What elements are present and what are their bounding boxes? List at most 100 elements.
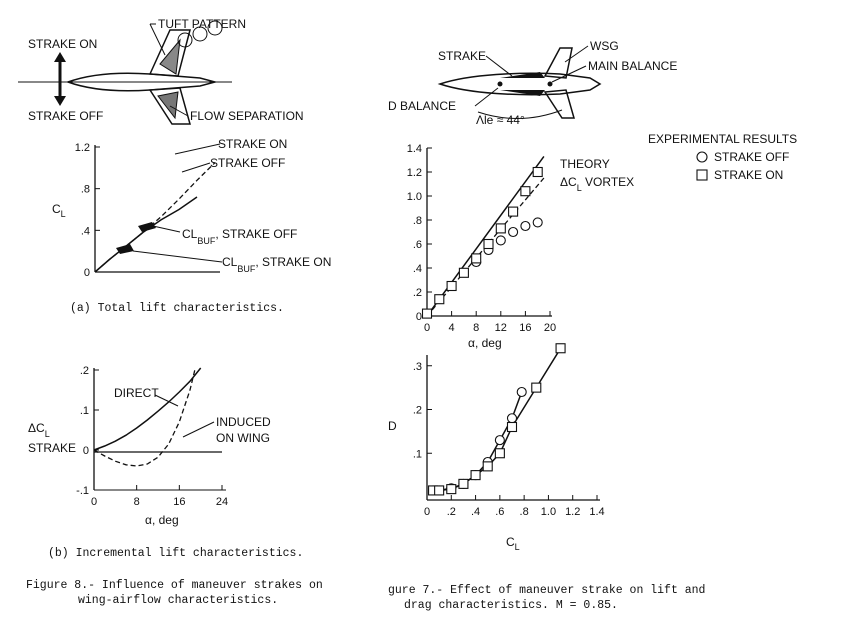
lift-alpha-square-point — [520, 186, 531, 197]
incremental-ylabel: ΔCL — [28, 421, 50, 439]
drag-circle-point — [516, 386, 527, 398]
drag-square-point — [531, 382, 542, 393]
drag-xtick-label: 1.2 — [565, 506, 580, 518]
lift-alpha-xtick-label: 20 — [544, 322, 556, 334]
buf-off-leader — [152, 225, 181, 233]
drag-xtick-label: .6 — [495, 506, 504, 518]
incremental-ytick-label: 0 — [83, 445, 89, 457]
legend-strake-off: STRAKE OFF — [714, 150, 789, 164]
vortex-label: ΔCL VORTEX — [560, 175, 634, 193]
drag-ytick-label: .2 — [413, 405, 422, 417]
total-lift-strake-on-label: STRAKE ON — [218, 137, 287, 151]
drag-xlabel: CL — [506, 535, 520, 552]
lift-alpha-square-point — [458, 267, 469, 278]
direct-label: DIRECT — [114, 386, 159, 400]
lift-alpha-circle-point — [495, 235, 506, 246]
drag-square-point — [458, 478, 469, 489]
lift-alpha-square-point — [471, 253, 482, 264]
lift-alpha-ytick-label: 1.4 — [407, 143, 422, 155]
figure-7-caption-line2: drag characteristics. M = 0.85. — [404, 599, 618, 612]
left-aircraft-sketch: STRAKE ON STRAKE OFF TUFT PATTERN FLOW S… — [18, 17, 304, 125]
direct-leader — [154, 394, 179, 407]
right-lower-wing — [543, 89, 575, 119]
incremental-ytick-label: -.1 — [76, 485, 89, 497]
total-lift-ytick-label: .4 — [81, 225, 90, 237]
induced-leader — [182, 421, 215, 438]
tuft-swirl-3 — [207, 20, 223, 36]
induced-on-wing-line — [93, 367, 196, 467]
lift-alpha-ytick-label: .4 — [413, 263, 422, 275]
fuselage-outline — [65, 72, 218, 92]
drag-circle-point — [494, 435, 505, 446]
d-balance-leader — [474, 87, 499, 107]
tuft-leader-line — [149, 23, 166, 56]
arrow-down-icon — [54, 96, 66, 106]
total-lift-caption: (a) Total lift characteristics. — [70, 302, 284, 315]
figure-8-caption-line1: Figure 8.- Influence of maneuver strakes… — [26, 579, 323, 592]
d-balance-label: D BALANCE — [388, 99, 456, 113]
right-strake-lower — [500, 90, 545, 96]
figure-7-caption-line1: gure 7.- Effect of maneuver strake on li… — [388, 584, 705, 597]
lift-alpha-xtick-label: 16 — [519, 322, 531, 334]
lift-alpha-xtick-label: 4 — [449, 322, 455, 334]
induced-label-1: INDUCED — [216, 415, 271, 429]
tuft-region — [159, 38, 181, 75]
incremental-xlabel: α, deg — [145, 513, 179, 527]
incremental-xtick-label: 24 — [216, 496, 228, 508]
separation-leader-line — [169, 105, 189, 117]
drag-xtick-label: .4 — [471, 506, 480, 518]
buffet-strake-off-marker — [138, 222, 156, 232]
lift-alpha-ytick-label: .6 — [413, 239, 422, 251]
lift-alpha-circle-point — [520, 220, 531, 232]
total-lift-strake-off-label: STRAKE OFF — [210, 156, 285, 170]
total-lift-ytick-label: 1.2 — [75, 142, 90, 154]
strake-on-label: STRAKE ON — [28, 37, 97, 51]
lift-alpha-circle-point — [532, 217, 543, 228]
total-lift-ytick-label: 0 — [84, 267, 90, 279]
legend-circle-icon — [696, 151, 708, 163]
tuft-swirl-2 — [192, 26, 208, 42]
cl-buf-strake-on-label: CLBUF, STRAKE ON — [222, 255, 331, 274]
buf-on-leader — [132, 250, 223, 263]
figure-8-caption-line2: wing-airflow characteristics. — [78, 594, 278, 607]
separation-region — [157, 91, 179, 120]
wsg-label: WSG — [590, 39, 619, 53]
drag-ylabel: D — [388, 419, 397, 433]
right-upper-wing — [543, 47, 573, 79]
direct-line — [93, 367, 202, 451]
wsg-leader — [564, 45, 589, 63]
lower-wing — [148, 87, 191, 125]
lift-alpha-square-point — [421, 308, 433, 319]
lift-alpha-ytick-label: 1.0 — [407, 191, 422, 203]
legend-title: EXPERIMENTAL RESULTS — [648, 132, 797, 146]
drag-ytick-label: .1 — [413, 448, 422, 460]
strake-off-label: STRAKE OFF — [28, 109, 103, 123]
drag-square-point — [506, 421, 518, 433]
right-aircraft-sketch: STRAKE WSG MAIN BALANCE D BALANCE Λle ≈ … — [388, 39, 677, 127]
theory-line — [426, 155, 545, 317]
lift-alpha-square-point — [434, 294, 445, 305]
drag-square-point — [470, 470, 481, 481]
lift-alpha-square-point — [483, 238, 494, 250]
theory-label: THEORY — [560, 157, 610, 171]
lift-alpha-square-point — [532, 166, 543, 178]
sweep-angle-arc — [477, 109, 563, 119]
drag-strake-on-curve — [433, 347, 562, 492]
right-strake-leader — [485, 55, 513, 77]
lift-alpha-square-point — [495, 223, 506, 234]
drag-ytick-label: .3 — [413, 361, 422, 373]
legend-strake-on: STRAKE ON — [714, 168, 783, 182]
lift-alpha-circle-point — [508, 226, 519, 238]
flow-separation-label: FLOW SEPARATION — [190, 109, 304, 123]
tuft-swirl-1 — [177, 32, 193, 48]
drag-xtick-label: 1.4 — [589, 506, 604, 518]
total-lift-strake-off-line — [94, 196, 198, 273]
drag-xtick-label: 0 — [424, 506, 430, 518]
buffet-strake-on-marker — [116, 244, 134, 254]
upper-wing — [148, 29, 191, 77]
total-lift-ytick-label: .8 — [81, 184, 90, 196]
